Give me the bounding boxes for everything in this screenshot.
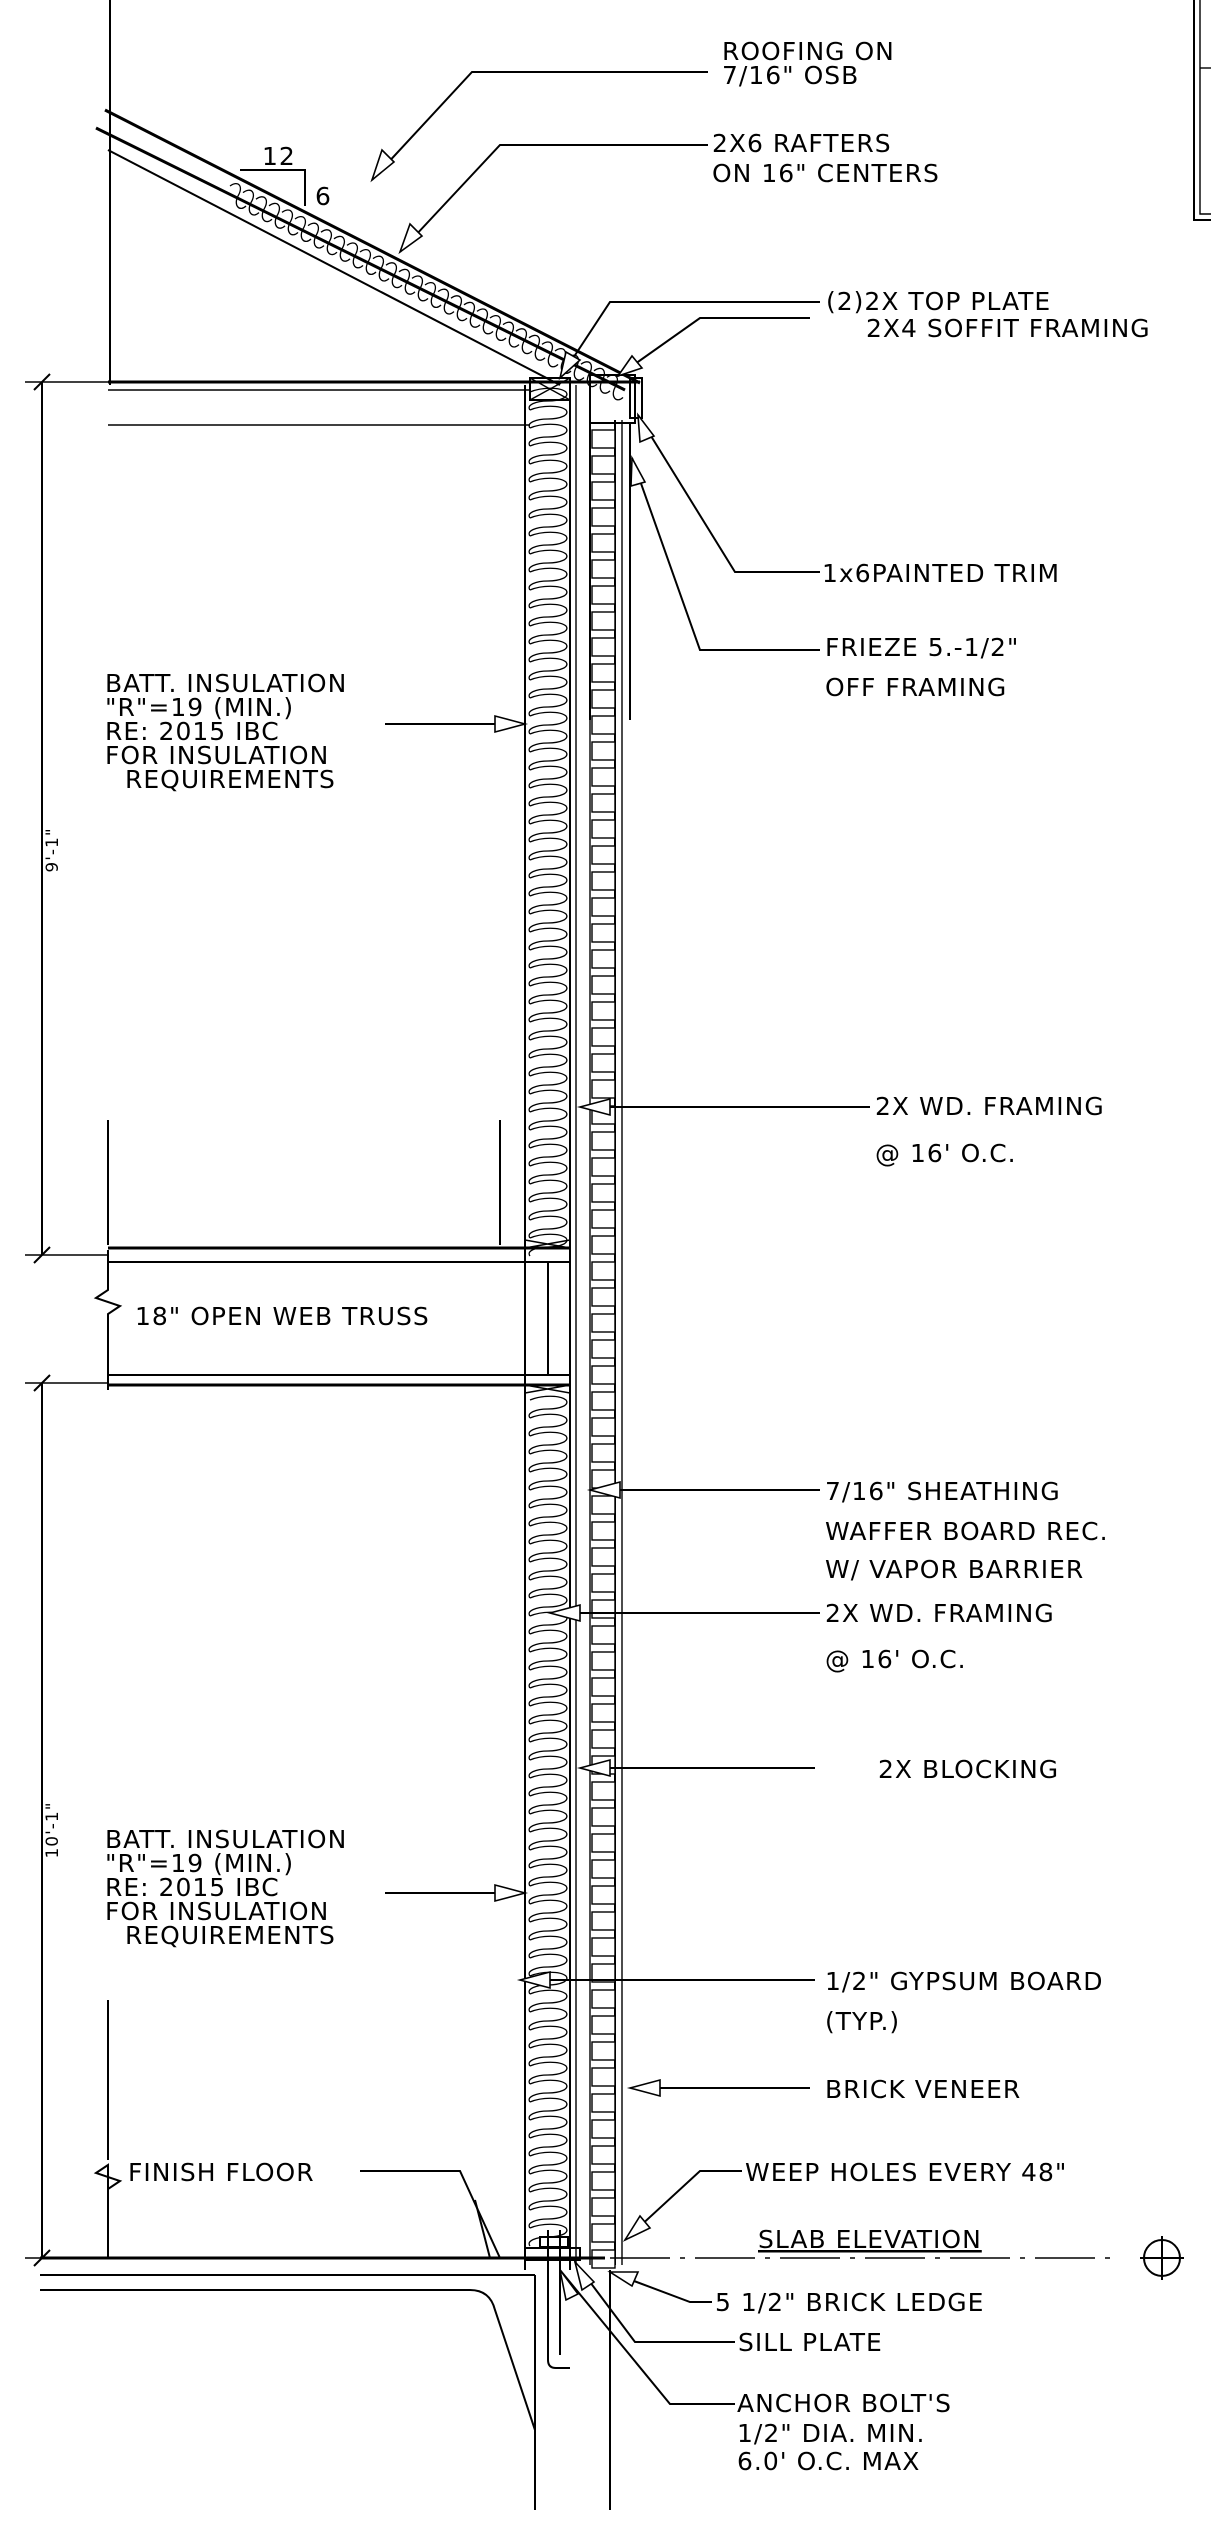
pitch-rise-label: 6 bbox=[315, 182, 332, 211]
wall-insulation bbox=[528, 387, 568, 2247]
roofing-label-1: ROOFING ON bbox=[722, 37, 895, 66]
brick-veneer bbox=[591, 429, 616, 2269]
anchor-bolts-label-3: 6.0' O.C. MAX bbox=[737, 2447, 920, 2476]
finish-floor-label: FINISH FLOOR bbox=[128, 2158, 315, 2187]
lower-framing-label-1: 2X WD. FRAMING bbox=[825, 1599, 1055, 1628]
sill-plate-label: SILL PLATE bbox=[738, 2328, 883, 2357]
roof-insulation bbox=[229, 182, 624, 401]
wall-assembly bbox=[524, 385, 631, 2270]
frieze-label-1: FRIEZE 5.-1/2" bbox=[825, 633, 1019, 662]
sheathing-label-3: W/ VAPOR BARRIER bbox=[825, 1555, 1084, 1584]
pitch-run-label: 12 bbox=[262, 142, 296, 171]
roofing-label-2: 7/16" OSB bbox=[722, 61, 859, 90]
anchor-bolts-label-2: 1/2" DIA. MIN. bbox=[737, 2419, 925, 2448]
roof-assembly: 12 6 bbox=[95, 0, 641, 401]
lower-insulation-label-5: REQUIREMENTS bbox=[125, 1921, 336, 1950]
ceiling-plate bbox=[108, 374, 643, 426]
floor-truss: 18" OPEN WEB TRUSS bbox=[93, 1120, 571, 1394]
lower-insulation-label-1: BATT. INSULATION bbox=[105, 1825, 347, 1854]
upper-insulation-label-2: "R"=19 (MIN.) bbox=[105, 693, 294, 722]
blocking-label: 2X BLOCKING bbox=[878, 1755, 1059, 1784]
upper-height-label: 9'-1" bbox=[43, 827, 63, 872]
upper-framing-label-1: 2X WD. FRAMING bbox=[875, 1092, 1105, 1121]
brick-ledge-label: 5 1/2" BRICK LEDGE bbox=[715, 2288, 984, 2317]
lower-insulation-label-3: RE: 2015 IBC bbox=[105, 1873, 280, 1902]
lower-framing-label-2: @ 16' O.C. bbox=[825, 1645, 967, 1674]
anchor-bolts-label-1: ANCHOR BOLT'S bbox=[737, 2389, 952, 2418]
rafters-label-1: 2X6 RAFTERS bbox=[712, 129, 892, 158]
soffit-framing-label: 2X4 SOFFIT FRAMING bbox=[866, 314, 1151, 343]
lower-insulation-label-4: FOR INSULATION bbox=[105, 1897, 329, 1926]
brick-veneer-label: BRICK VENEER bbox=[825, 2075, 1021, 2104]
title-block-fragment bbox=[1193, 0, 1211, 221]
gypsum-label-1: 1/2" GYPSUM BOARD bbox=[825, 1967, 1104, 1996]
rafters-label-2: ON 16" CENTERS bbox=[712, 159, 940, 188]
upper-framing-label-2: @ 16' O.C. bbox=[875, 1139, 1017, 1168]
foundation bbox=[40, 2000, 1184, 2510]
frieze-label-2: OFF FRAMING bbox=[825, 673, 1007, 702]
upper-insulation-label-4: FOR INSULATION bbox=[105, 741, 329, 770]
upper-insulation-label-1: BATT. INSULATION bbox=[105, 669, 347, 698]
sheathing-label-2: WAFFER BOARD REC. bbox=[825, 1517, 1109, 1546]
sheathing-label-1: 7/16" SHEATHING bbox=[825, 1477, 1061, 1506]
upper-insulation-label-5: REQUIREMENTS bbox=[125, 765, 336, 794]
slab-elevation-label: SLAB ELEVATION bbox=[758, 2225, 982, 2254]
upper-insulation-label-3: RE: 2015 IBC bbox=[105, 717, 280, 746]
lower-insulation-label-2: "R"=19 (MIN.) bbox=[105, 1849, 294, 1878]
trim-label: 1x6PAINTED TRIM bbox=[822, 559, 1060, 588]
leaders bbox=[360, 71, 870, 2405]
lower-height-label: 10'-1" bbox=[43, 1801, 63, 1858]
weep-holes-label: WEEP HOLES EVERY 48" bbox=[745, 2158, 1067, 2187]
height-dimensions: 9'-1" 10'-1" bbox=[25, 373, 108, 2267]
truss-label: 18" OPEN WEB TRUSS bbox=[135, 1302, 430, 1331]
annotation-labels: ROOFING ON 7/16" OSB 2X6 RAFTERS ON 16" … bbox=[105, 37, 1151, 2476]
top-plate-label: (2)2X TOP PLATE bbox=[826, 287, 1051, 316]
gypsum-label-2: (TYP.) bbox=[825, 2007, 900, 2036]
